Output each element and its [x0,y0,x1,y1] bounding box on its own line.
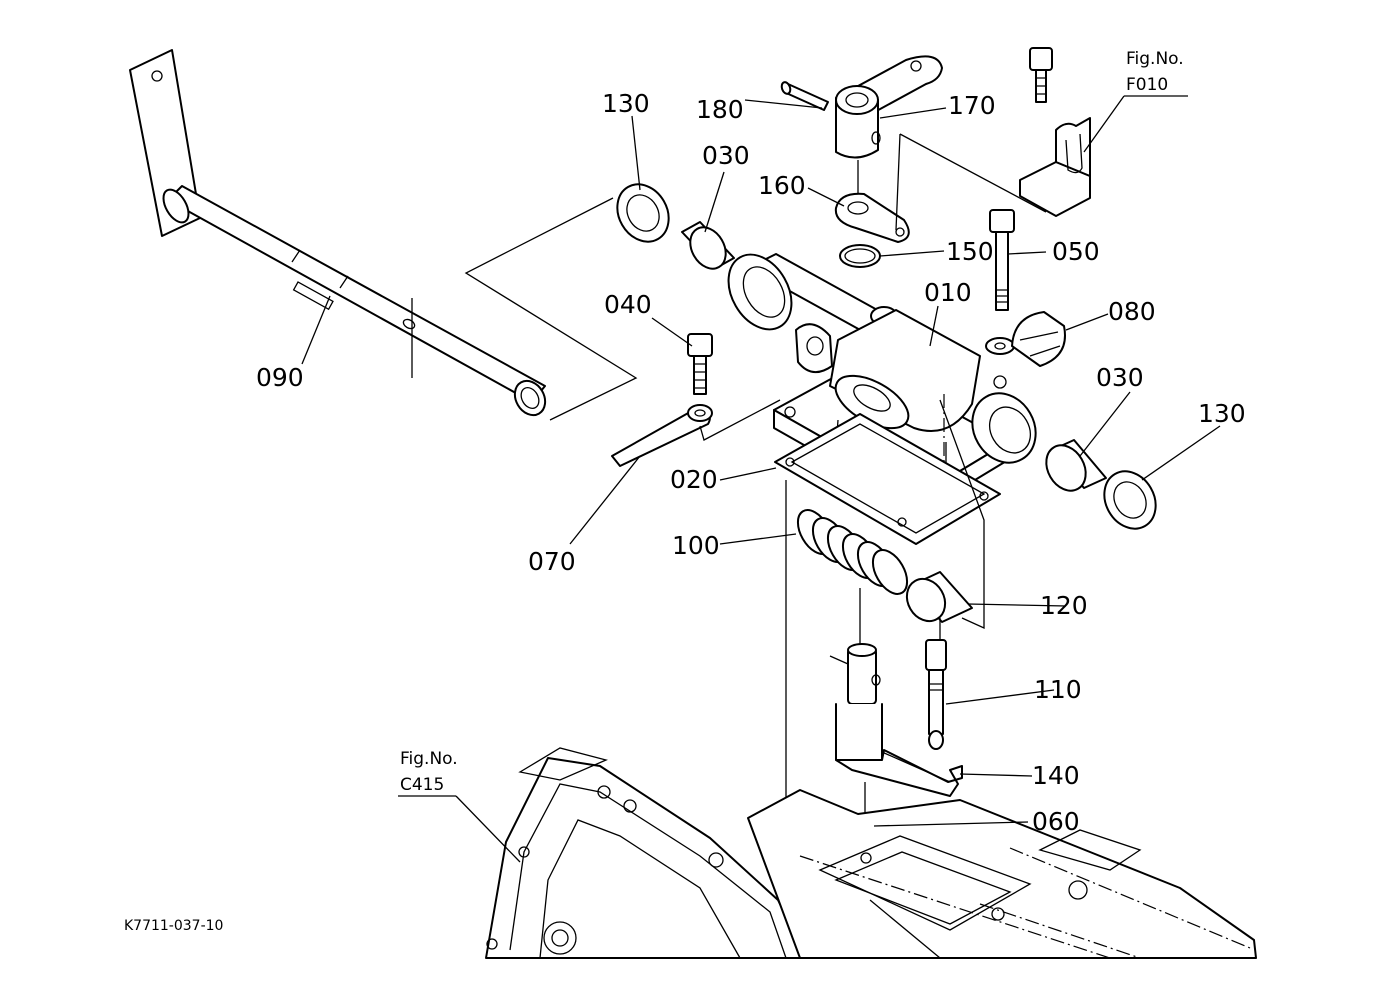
part-020-gasket [774,413,1001,545]
label-060: 060 [1032,807,1080,836]
part-110-detent-pin [925,639,947,750]
label-170: 170 [948,91,996,120]
label-010: 010 [924,278,972,307]
part-050-bolt [985,209,1015,355]
label-110: 110 [1034,675,1082,704]
part-160-plate [834,192,910,243]
label-140: 140 [1032,761,1080,790]
label-050: 050 [1052,237,1100,266]
label-030-right: 030 [1096,363,1144,392]
fig-ref-f010-line2: F010 [1126,75,1168,95]
part-070-lock-plate [611,404,713,467]
label-040: 040 [604,290,652,319]
part-100-spring [796,509,909,595]
part-170-lever-arm [835,55,943,159]
part-130-oil-seal [616,183,670,243]
label-120: 120 [1040,591,1088,620]
label-080: 080 [1108,297,1156,326]
diagram-code: K7711-037-10 [124,918,223,934]
part-180-pin [780,81,829,111]
part-labels: 010 020 030 030 040 050 060 070 080 090 … [256,89,1246,836]
label-090: 090 [256,363,304,392]
part-080-clamp [1011,311,1066,367]
figure-references: Fig.No. F010 Fig.No. C415 [400,49,1184,795]
label-150: 150 [946,237,994,266]
label-130-right: 130 [1198,399,1246,428]
label-070: 070 [528,547,576,576]
part-c415-transmission-case [485,747,1257,959]
part-130-oil-seal-right [1103,470,1157,530]
part-030-bushing [681,221,735,270]
part-140-shift-fork [829,643,963,797]
fig-ref-c415-line2: C415 [400,775,444,795]
part-090-lever-shaft [129,49,547,417]
part-030-bushing-right [1045,439,1107,492]
label-100: 100 [672,531,720,560]
part-120-collar [905,571,973,623]
label-130-left: 130 [602,89,650,118]
label-030-left: 030 [702,141,750,170]
fig-ref-f010-line1: Fig.No. [1126,49,1184,69]
leader-lines [301,95,1221,863]
label-180: 180 [696,95,744,124]
label-020: 020 [670,465,718,494]
label-160: 160 [758,171,806,200]
part-040-bolt [687,333,713,395]
part-f010-bracket [1019,47,1091,217]
fig-ref-c415-line1: Fig.No. [400,749,458,769]
part-150-o-ring [839,244,881,268]
